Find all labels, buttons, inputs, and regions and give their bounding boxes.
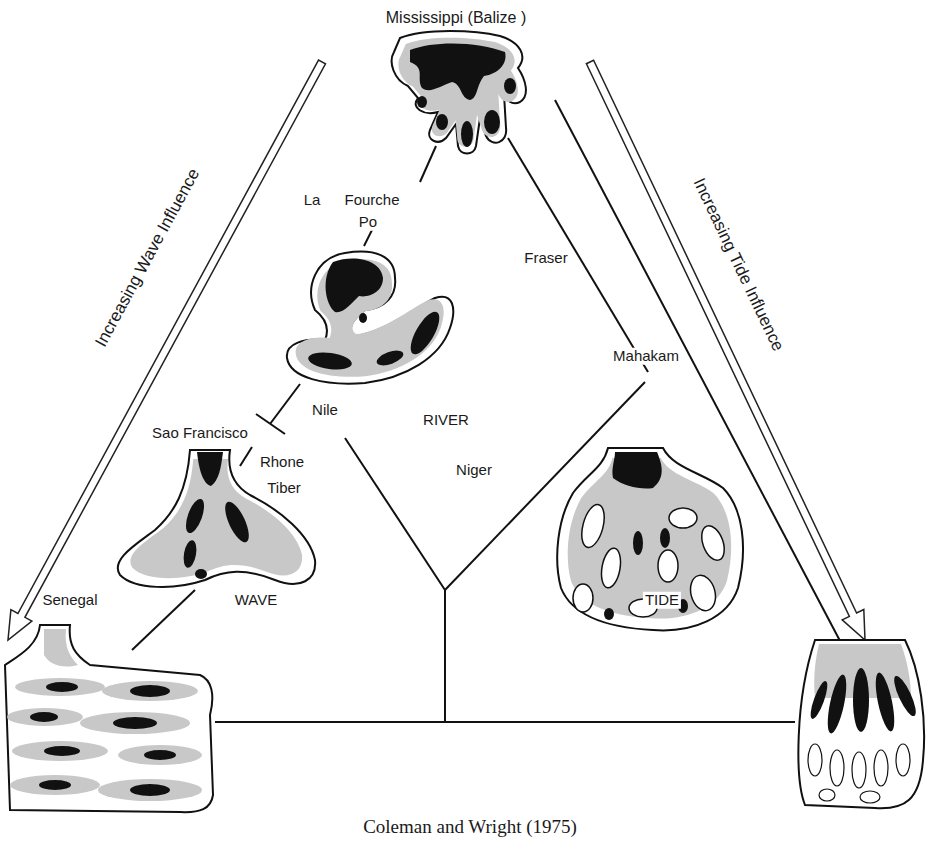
delta-name: La (302, 192, 323, 209)
delta-name: Fourche (342, 192, 401, 209)
delta-name: Sao Francisco (150, 425, 250, 442)
region-label: RIVER (421, 412, 471, 429)
delta-name: Rhone (258, 454, 306, 471)
delta-name: Fraser (522, 250, 569, 267)
delta-name: Po (357, 214, 379, 231)
delta-name: Niger (454, 462, 494, 479)
region-label: TIDE (643, 592, 681, 609)
region-label: WAVE (233, 592, 280, 609)
delta-name: Mahakam (611, 348, 681, 365)
delta-name: Nile (310, 402, 340, 419)
axis-label: Increasing Tide Influence (688, 174, 788, 356)
delta-name: Mississippi (Balize ) (384, 9, 528, 27)
figure-caption: Coleman and Wright (1975) (361, 816, 579, 838)
axis-label: Increasing Wave Influence (91, 164, 205, 352)
delta-name: Tiber (265, 480, 303, 497)
delta-name: Senegal (40, 592, 99, 609)
